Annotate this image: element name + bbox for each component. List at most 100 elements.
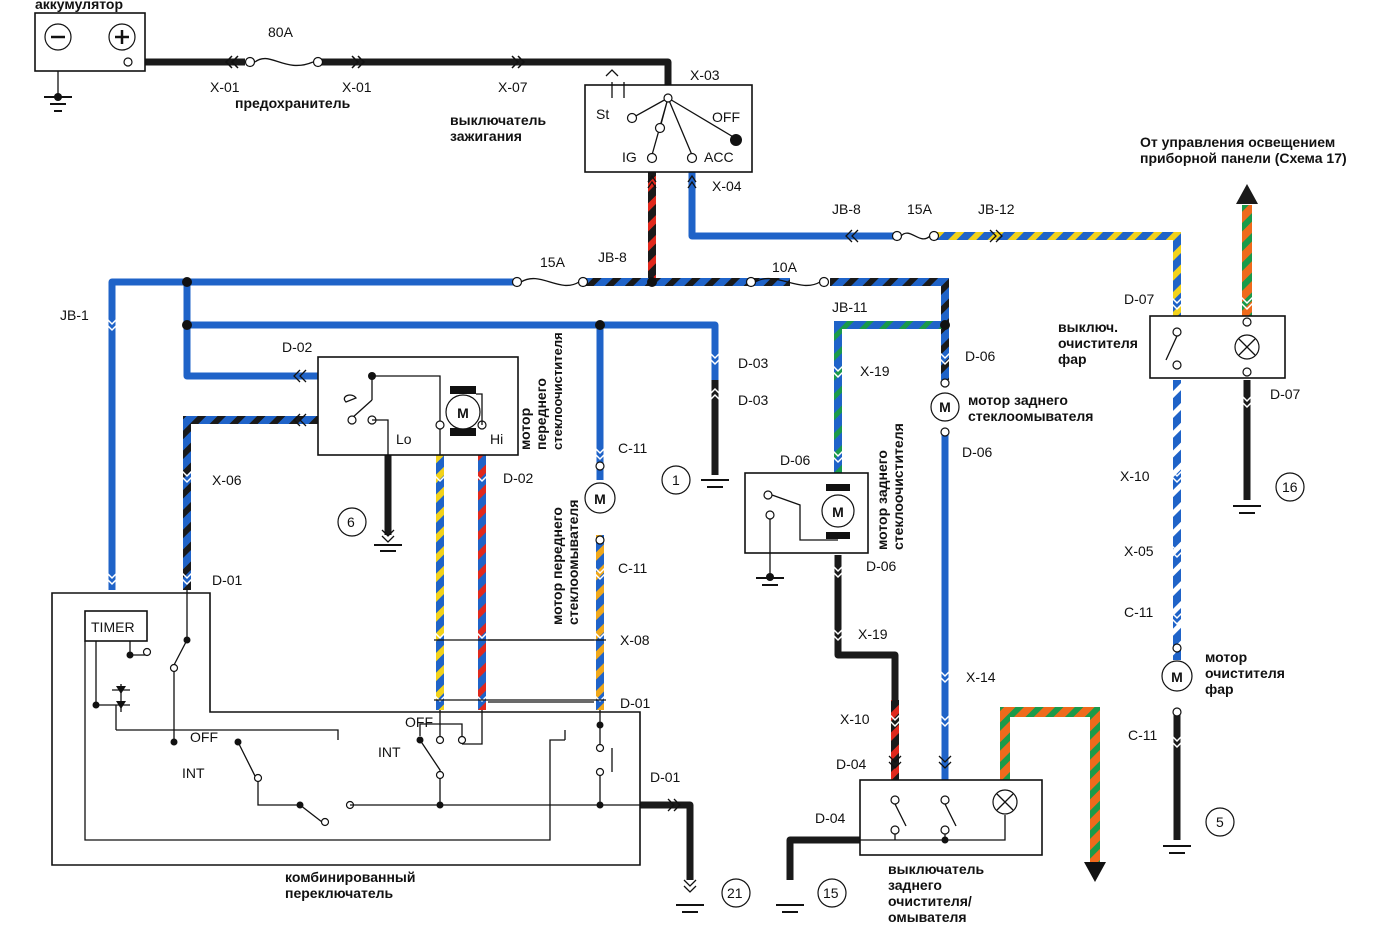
headlamp-cleaner-motor: M <box>1161 643 1193 717</box>
front-wiper-lo: Lo <box>396 431 412 447</box>
front-wiper-title-2: переднего <box>533 378 549 450</box>
connector-jb11: JB-11 <box>832 299 868 315</box>
motor-icon: M <box>832 504 844 520</box>
source-title-1: От управления освещением <box>1140 134 1335 150</box>
battery-label: аккумулятор <box>35 0 123 12</box>
rear-switch-title-2: заднего <box>888 877 942 893</box>
connector-x10-right: X-10 <box>1120 468 1150 484</box>
combo-switch-title-2: переключатель <box>285 885 394 901</box>
ignition-title-2: зажигания <box>450 128 522 144</box>
headlamp-switch-title-2: очистителя <box>1058 335 1138 351</box>
motor-icon: M <box>594 491 606 507</box>
connector-d06-rear-bottom: D-06 <box>962 444 993 460</box>
connector-chevron-icon <box>105 296 1254 749</box>
ground-15-label: 15 <box>823 885 839 901</box>
connector-c11-a: C-11 <box>618 440 648 456</box>
ignition-st: St <box>596 106 609 122</box>
connector-c11-right-bottom: C-11 <box>1128 727 1158 743</box>
connector-x19-top: X-19 <box>860 363 890 379</box>
connector-x05: X-05 <box>1124 543 1154 559</box>
motor-icon: M <box>1171 669 1183 685</box>
switch-int-2: INT <box>378 744 401 760</box>
switch-int-1: INT <box>182 765 205 781</box>
wire-bus-right <box>830 278 949 380</box>
main-fuse-label: предохранитель <box>235 95 351 111</box>
connector-chevron-icon <box>293 413 307 427</box>
fuse-15a-bus: 15A <box>540 254 566 270</box>
wire-bus-left <box>108 278 520 590</box>
fuse-icon <box>845 229 1003 243</box>
connector-jb1: JB-1 <box>60 307 89 323</box>
connector-jb8-bus: JB-8 <box>598 249 627 265</box>
front-washer-motor: M <box>584 461 616 545</box>
headlamp-motor-title-1: мотор <box>1205 649 1247 665</box>
wire-rear-wiper-bottom <box>834 555 899 700</box>
rear-switch-title-1: выключатель <box>888 861 985 877</box>
wire-to-front-motor-top <box>183 325 318 380</box>
wire-bus-second <box>183 282 719 380</box>
connector-d02-mid: D-02 <box>503 470 534 486</box>
connector-d01-mid: D-01 <box>620 695 651 711</box>
wire-jb11-rear-wiper <box>834 321 945 480</box>
rear-wiper-washer-switch <box>859 779 1043 856</box>
ground-icon <box>1163 807 1235 854</box>
switch-off-1: OFF <box>190 729 218 745</box>
connector-chevron-icon <box>224 55 526 69</box>
junction <box>182 320 192 330</box>
connector-d01-bottom: D-01 <box>650 769 681 785</box>
arrow-icon <box>1236 184 1258 204</box>
ignition-ig: IG <box>622 149 637 165</box>
wire-battery-to-ignition <box>128 58 672 85</box>
front-washer-title-1: мотор переднего <box>549 507 565 625</box>
junction <box>940 320 950 330</box>
rear-washer-title-1: мотор заднего <box>968 392 1068 408</box>
motor-icon: M <box>939 399 951 415</box>
connector-x01-left: X-01 <box>210 79 240 95</box>
rear-wiper-title-2: стеклоочистителя <box>890 423 906 550</box>
connector-chevron-icon <box>667 798 681 812</box>
source-title-2: приборной панели (Схема 17) <box>1140 150 1347 166</box>
connector-c11-right-top: C-11 <box>1124 604 1154 620</box>
connector-chevron-icon <box>293 369 307 383</box>
rear-washer-title-2: стеклоомывателя <box>968 408 1093 424</box>
battery <box>34 12 146 112</box>
connector-d02-top: D-02 <box>282 339 313 355</box>
front-wiper-motor: M <box>317 356 519 456</box>
wire-rear-switch-lamp <box>1000 707 1100 865</box>
ground-16-label: 16 <box>1282 479 1298 495</box>
switch-off-2: OFF <box>405 714 433 730</box>
ground-21-label: 21 <box>727 885 743 901</box>
front-wiper-title-3: стеклоочистителя <box>550 332 565 450</box>
wire-jb12-to-headlamp-switch <box>935 232 1181 318</box>
headlamp-switch-title-1: выключ. <box>1058 319 1118 335</box>
ignition-off: OFF <box>712 109 740 125</box>
connector-d04-b: D-04 <box>815 810 846 826</box>
wire-x06-bus <box>183 416 318 590</box>
connector-d06-switch: D-06 <box>780 452 811 468</box>
ground-icon <box>776 878 847 913</box>
ground-6-label: 6 <box>347 514 355 530</box>
main-fuse-rating: 80A <box>268 24 294 40</box>
headlamp-switch-title-3: фар <box>1058 351 1087 367</box>
wire-d01-to-ground <box>640 801 694 880</box>
ground-icon <box>1233 472 1305 514</box>
connector-x06: X-06 <box>212 472 242 488</box>
connector-d01-top: D-01 <box>212 572 243 588</box>
arrow-icon <box>1084 862 1106 882</box>
front-washer-title-2: стеклоомывателя <box>565 500 581 625</box>
connector-x19-mid: X-19 <box>858 626 888 642</box>
connector-d04-a: D-04 <box>836 756 867 772</box>
connector-d03-b: D-03 <box>738 392 769 408</box>
ignition-acc: ACC <box>704 149 734 165</box>
combo-switch-title-1: комбинированный <box>285 869 415 885</box>
connector-x07: X-07 <box>498 79 528 95</box>
rear-wiper-title-1: мотор заднего <box>874 450 890 550</box>
rear-switch-title-3: очистителя/ <box>888 893 972 909</box>
connector-x08: X-08 <box>620 632 650 648</box>
wire-ignition-acc <box>688 172 895 240</box>
headlamp-motor-title-2: очистителя <box>1205 665 1285 681</box>
connector-jb12: JB-12 <box>978 201 1015 217</box>
connector-d06-rear-top: D-06 <box>965 348 996 364</box>
fuse-15a-top: 15A <box>907 201 933 217</box>
